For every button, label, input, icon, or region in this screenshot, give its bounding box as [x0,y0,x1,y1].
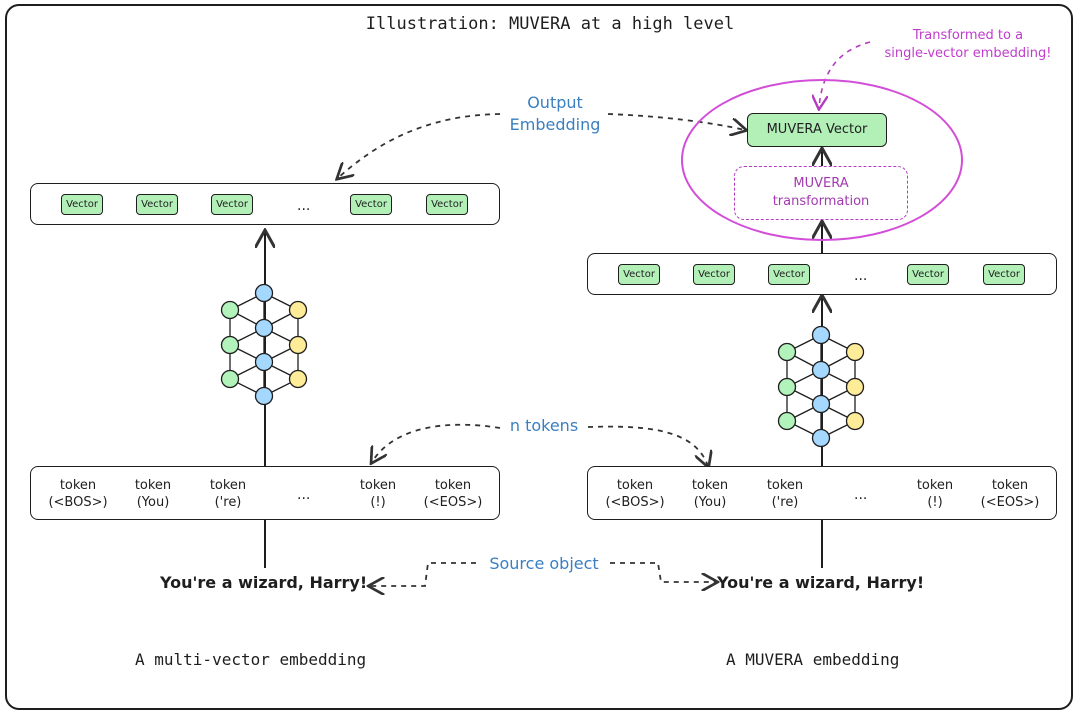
right-vector-2: Vector [693,264,735,285]
right-tokens-panel: token(<BOS>) token(You) token('re) ... t… [587,466,1057,520]
transformed-note-arrow [819,41,871,108]
output-embedding-left-arrow [338,113,501,178]
n-tokens-label: n tokens [509,416,579,435]
right-vector-ellipsis: ... [854,268,868,284]
diagram-title: Illustration: MUVERA at a high level [365,14,735,34]
diagram-frame [5,4,1073,710]
muvera-vector: MUVERA Vector [747,113,887,147]
left-token-re: token('re) [209,478,247,510]
right-caption: A MUVERA embedding [726,650,900,669]
source-object-label: Source object [489,554,599,573]
source-object-left-arrow [370,562,476,586]
left-token-eos: token(<EOS>) [423,478,483,510]
source-object-right-arrow [610,562,716,582]
right-token-re: token('re) [766,478,804,510]
muvera-highlight-ellipse [681,79,963,241]
left-vector-4: Vector [350,194,392,215]
output-embedding-right-arrow [607,113,745,130]
left-token-ellipsis: ... [297,487,311,503]
n-tokens-left-arrow [372,423,501,462]
right-vector-1: Vector [618,264,660,285]
left-vector-3: Vector [211,194,253,215]
left-vector-5: Vector [426,194,468,215]
left-vector-1: Vector [61,194,103,215]
right-network-graph [777,325,865,448]
right-vector-4: Vector [907,264,949,285]
right-token-bos: token(<BOS>) [605,478,665,510]
n-tokens-right-arrow [587,425,708,466]
left-network-graph [220,283,308,406]
right-vector-5: Vector [983,264,1025,285]
right-output-vectors-panel: Vector Vector Vector ... Vector Vector [587,253,1057,295]
left-output-vectors-panel: Vector Vector Vector ... Vector Vector [30,183,500,225]
left-token-you: token(You) [134,478,172,510]
left-source-sentence: You're a wizard, Harry! [160,573,368,592]
right-token-eos: token(<EOS>) [980,478,1040,510]
left-vector-ellipsis: ... [297,198,311,214]
right-token-ellipsis: ... [854,487,868,503]
right-vector-3: Vector [768,264,810,285]
right-token-you: token(You) [691,478,729,510]
right-token-bang: token(!) [916,478,954,510]
left-caption: A multi-vector embedding [135,650,367,669]
left-token-bos: token(<BOS>) [48,478,108,510]
left-tokens-panel: token(<BOS>) token(You) token('re) ... t… [30,466,500,520]
left-vector-2: Vector [136,194,178,215]
left-token-bang: token(!) [359,478,397,510]
right-source-sentence: You're a wizard, Harry! [717,573,925,592]
